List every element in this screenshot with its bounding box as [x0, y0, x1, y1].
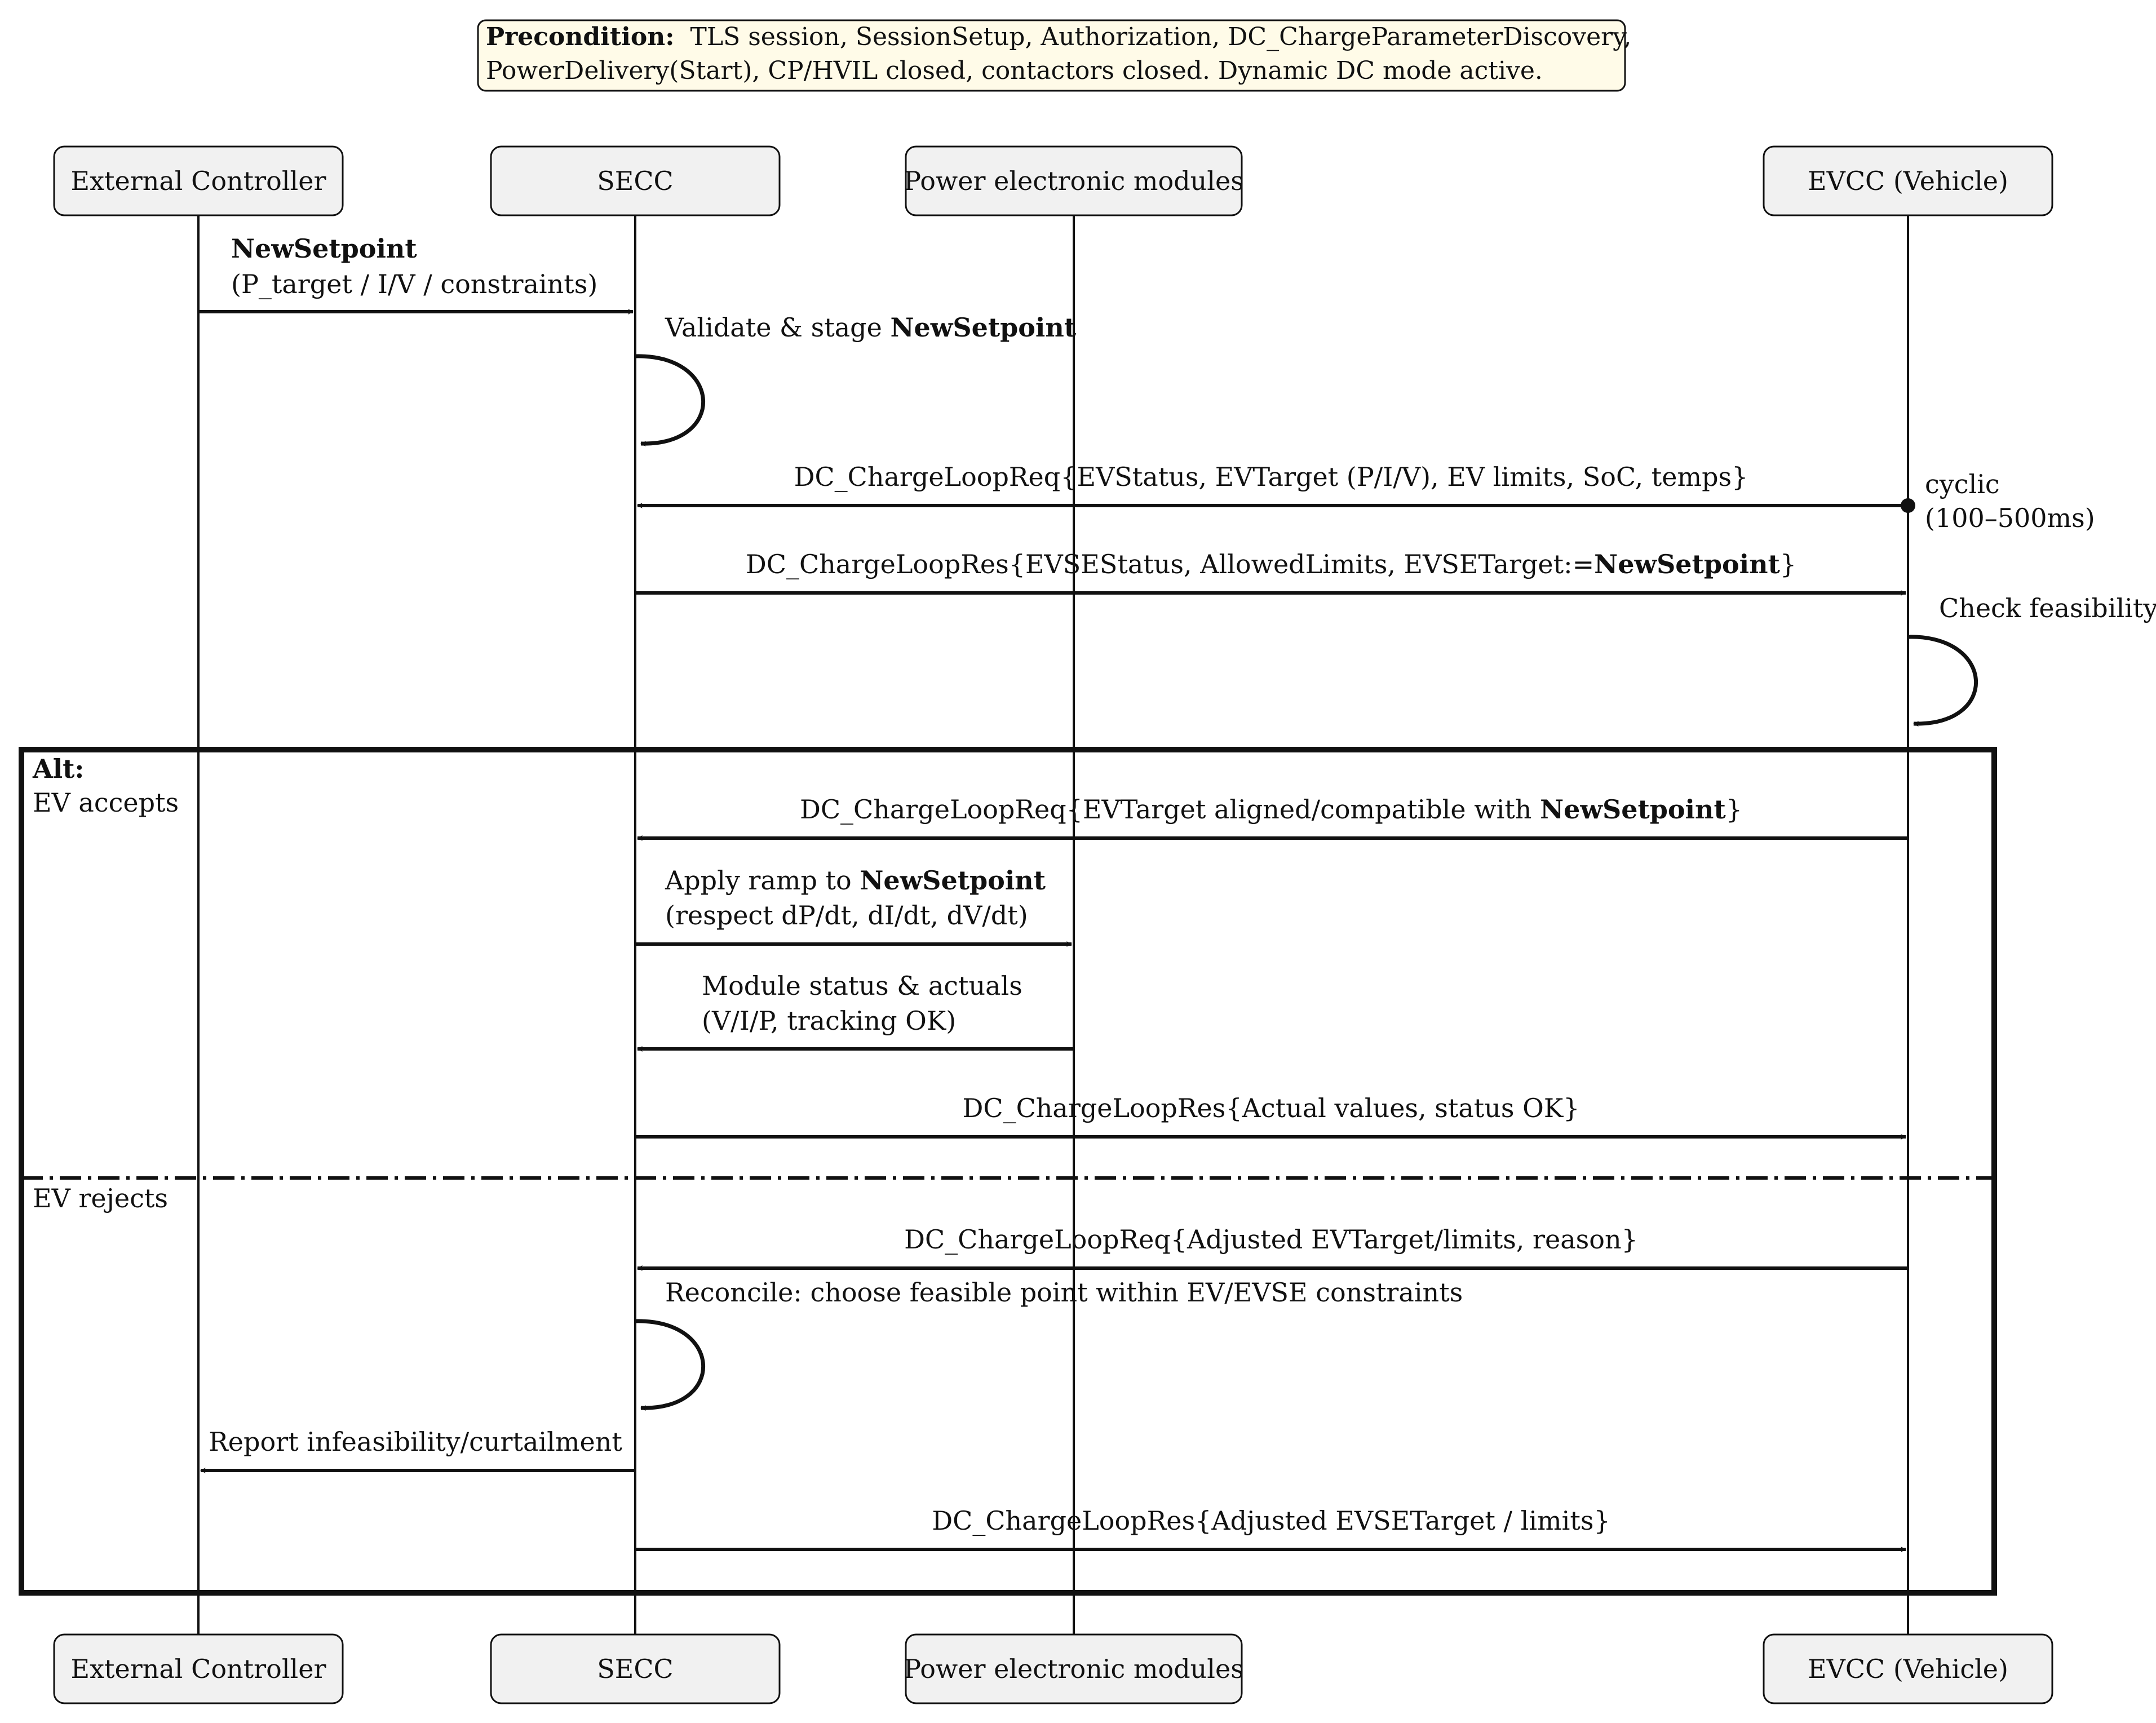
participant-box [490, 145, 781, 216]
message-label-line: NewSetpoint [231, 233, 417, 264]
precondition-label: Precondition: [486, 23, 675, 51]
message-req-accept: DC_ChargeLoopReq{EVTarget aligned/compat… [637, 794, 1908, 841]
participant-label: Power electronic modules [904, 1654, 1244, 1684]
message-label-line: DC_ChargeLoopRes{Actual values, status O… [963, 1093, 1580, 1123]
message-label-segment: Apply ramp to [665, 865, 860, 896]
participant-box [53, 145, 344, 216]
message-label-segment: DC_ChargeLoopRes{Actual values, status O… [963, 1093, 1580, 1123]
participant-label: External Controller [71, 166, 326, 196]
precondition-line-2: PowerDelivery(Start), CP/HVIL closed, co… [486, 56, 1543, 85]
message-label-segment: NewSetpoint [860, 865, 1046, 896]
precondition-line-1: Precondition: TLS session, SessionSetup,… [486, 23, 1631, 51]
message-label-line: Report infeasibility/curtailment [209, 1427, 622, 1457]
message-label-line: DC_ChargeLoopReq{EVStatus, EVTarget (P/I… [794, 462, 1748, 492]
message-label-segment: DC_ChargeLoopRes{EVSEStatus, AllowedLimi… [746, 549, 1594, 579]
message-label-line: DC_ChargeLoopReq{EVTarget aligned/compat… [800, 794, 1742, 825]
message-label-segment: DC_ChargeLoopReq{Adjusted EVTarget/limit… [904, 1224, 1638, 1255]
message-label-line: DC_ChargeLoopRes{Adjusted EVSETarget / l… [932, 1505, 1610, 1536]
participant-label: SECC [597, 166, 673, 196]
message-reconcile: Reconcile: choose feasible point within … [635, 1277, 1463, 1411]
participant-box [905, 1633, 1243, 1704]
alt-title: Alt: [32, 754, 84, 784]
self-message-arrow [635, 354, 705, 447]
precondition-text-1: TLS session, SessionSetup, Authorization… [690, 23, 1632, 51]
message-label-line: Apply ramp to NewSetpoint [665, 865, 1046, 896]
message-label-segment: DC_ChargeLoopReq{EVStatus, EVTarget (P/I… [794, 462, 1748, 492]
participant-ext-top: External Controller [53, 145, 344, 216]
message-req-adjusted: DC_ChargeLoopReq{Adjusted EVTarget/limit… [637, 1224, 1908, 1271]
participant-box [1763, 145, 2053, 216]
cyclic-note: cyclic (100–500ms) [1925, 469, 2095, 533]
message-res-adjusted: DC_ChargeLoopRes{Adjusted EVSETarget / l… [635, 1505, 1906, 1552]
alt-guard-accept: EV accepts [33, 787, 179, 818]
participants-bottom: External Controller SECC Power electronic … [53, 1633, 2053, 1704]
message-req1: DC_ChargeLoopReq{EVStatus, EVTarget (P/I… [637, 462, 1915, 513]
self-message-arrow [635, 1319, 705, 1411]
message-label-line: (P_target / I/V / constraints) [231, 269, 597, 299]
participants-top: External Controller SECC Power electronic … [53, 145, 2053, 216]
cyclic-note-line-1: cyclic [1925, 469, 2000, 499]
message-label-segment: (V/I/P, tracking OK) [702, 1006, 956, 1036]
alt-guard-reject: EV rejects [33, 1183, 168, 1213]
participant-box [1763, 1633, 2053, 1704]
participant-label: External Controller [71, 1654, 326, 1684]
alt-fragment: Alt: EV accepts EV rejects [19, 747, 1997, 1596]
message-label-segment: NewSetpoint [1540, 794, 1726, 825]
message-label-line: (respect dP/dt, dI/dt, dV/dt) [665, 900, 1028, 931]
message-res1: DC_ChargeLoopRes{EVSEStatus, AllowedLimi… [635, 549, 1906, 596]
message-label-segment: Validate & stage [665, 312, 890, 343]
participant-ext-bottom: External Controller [53, 1633, 344, 1704]
message-report: Report infeasibility/curtailment [200, 1427, 635, 1473]
participant-evcc-bottom: EVCC (Vehicle) [1763, 1633, 2053, 1704]
message-feasibility: Check feasibility [1907, 593, 2156, 727]
message-label-segment: } [1780, 549, 1796, 579]
message-label-segment: Check feasibility [1939, 593, 2156, 623]
participant-pem-top: Power electronic modules [904, 145, 1244, 216]
participant-label: EVCC (Vehicle) [1808, 1654, 2008, 1684]
participant-box [53, 1633, 344, 1704]
participant-pem-bottom: Power electronic modules [904, 1633, 1244, 1704]
message-label-segment: (respect dP/dt, dI/dt, dV/dt) [665, 900, 1028, 931]
self-message-arrow [1907, 635, 1978, 727]
message-module-status: Module status & actuals (V/I/P, tracking … [637, 971, 1074, 1052]
participant-box [905, 145, 1243, 216]
participant-label: Power electronic modules [904, 166, 1244, 196]
message-res-actual: DC_ChargeLoopRes{Actual values, status O… [635, 1093, 1906, 1140]
message-label-segment: NewSetpoint [890, 312, 1076, 343]
participant-box [490, 1633, 781, 1704]
cyclic-note-line-2: (100–500ms) [1925, 503, 2095, 533]
message-label-line: (V/I/P, tracking OK) [702, 1006, 956, 1036]
message-label-segment: } [1726, 794, 1742, 825]
participant-label: EVCC (Vehicle) [1808, 166, 2008, 196]
message-label-segment: Module status & actuals [702, 971, 1022, 1001]
message-label-line: Reconcile: choose feasible point within … [665, 1277, 1463, 1308]
message-newsetpoint: NewSetpoint (P_target / I/V / constraints… [198, 233, 634, 315]
messages: NewSetpoint (P_target / I/V / constraints… [198, 233, 2156, 1552]
message-label-line: DC_ChargeLoopRes{EVSEStatus, AllowedLimi… [746, 549, 1796, 579]
message-validate: Validate & stage NewSetpoint [635, 312, 1077, 447]
message-label-segment: NewSetpoint [1594, 549, 1780, 579]
message-label-line: Validate & stage NewSetpoint [665, 312, 1077, 343]
participant-label: SECC [597, 1654, 673, 1684]
participant-secc-top: SECC [490, 145, 781, 216]
message-label-segment: NewSetpoint [231, 233, 417, 264]
message-label-segment: Reconcile: choose feasible point within … [665, 1277, 1463, 1308]
message-ramp: Apply ramp to NewSetpoint (respect dP/dt,… [635, 865, 1072, 947]
message-label-line: Check feasibility [1939, 593, 2156, 623]
message-label-segment: (P_target / I/V / constraints) [231, 269, 597, 299]
message-label-segment: Report infeasibility/curtailment [209, 1427, 622, 1457]
precondition-note: Precondition: TLS session, SessionSetup,… [477, 19, 1631, 92]
message-label-segment: DC_ChargeLoopRes{Adjusted EVSETarget / l… [932, 1505, 1610, 1536]
cyclic-start-dot [1901, 498, 1915, 513]
message-label-line: DC_ChargeLoopReq{Adjusted EVTarget/limit… [904, 1224, 1638, 1255]
participant-evcc-top: EVCC (Vehicle) [1763, 145, 2053, 216]
participant-secc-bottom: SECC [490, 1633, 781, 1704]
message-label-line: Module status & actuals [702, 971, 1022, 1001]
lifelines [197, 215, 1909, 1637]
message-label-segment: DC_ChargeLoopReq{EVTarget aligned/compat… [800, 794, 1540, 825]
